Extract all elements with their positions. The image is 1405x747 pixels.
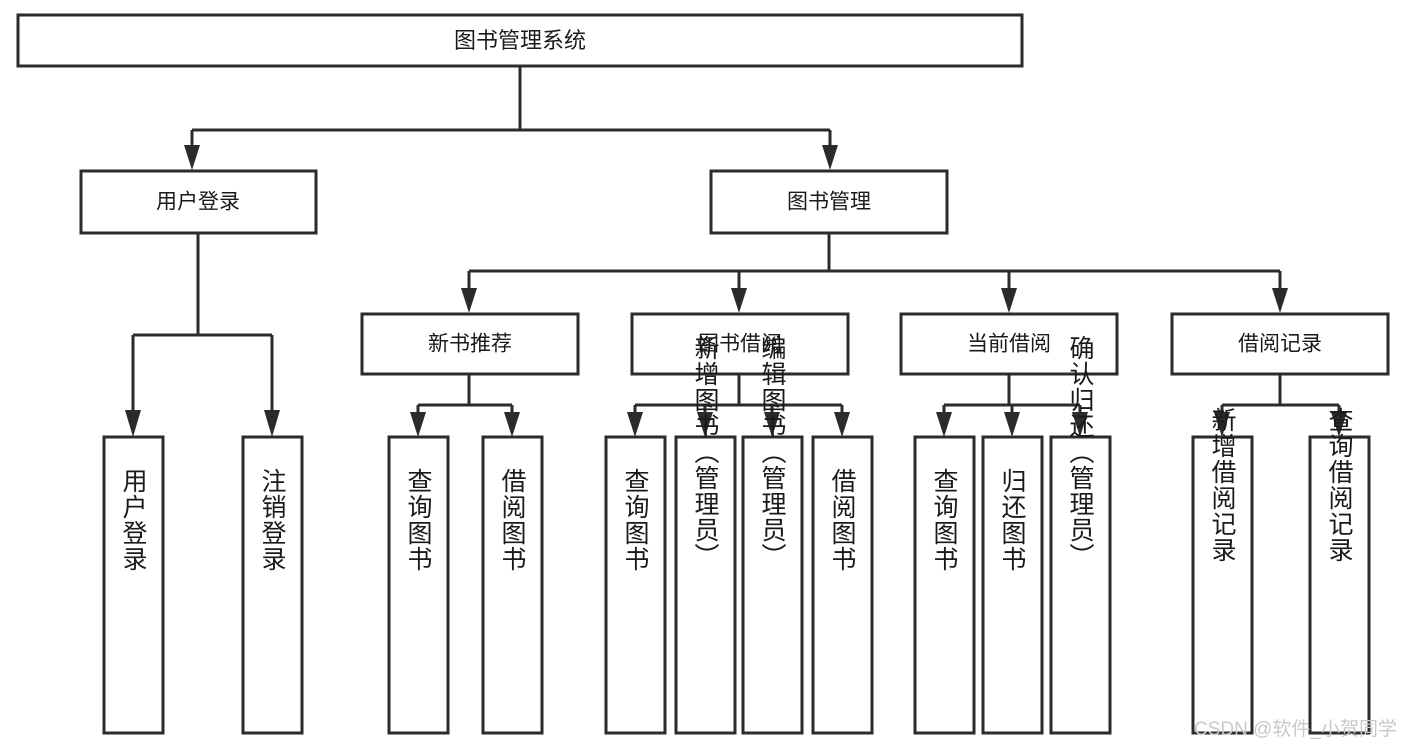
- leaf-box[interactable]: [102, 435, 165, 735]
- node-root-system[interactable]: 图书管理系统: [16, 13, 1024, 68]
- leaf-box[interactable]: [981, 435, 1044, 735]
- node-new-book-recommend[interactable]: 新书推荐: [360, 312, 580, 376]
- connector-user-login-to-leaves: [125, 233, 280, 437]
- leaf-label: 借阅图书: [498, 468, 527, 572]
- leaf-node[interactable]: 新增图书（管理员）: [674, 335, 737, 735]
- leaf-box[interactable]: [913, 435, 976, 735]
- node-book-manage-box[interactable]: [709, 169, 949, 235]
- arrow-head-icon: [731, 288, 747, 313]
- watermark-label: CSDN @软件_小贺同学: [1194, 719, 1397, 740]
- arrow-head-icon: [697, 412, 713, 437]
- arrow-head-icon: [264, 410, 280, 437]
- leaf-label: 新增图书（管理员）: [691, 335, 720, 569]
- arrow-head-icon: [1214, 412, 1230, 437]
- leaf-node[interactable]: 确认归还（管理员）: [1049, 335, 1112, 735]
- node-book-manage-label: 图书管理: [787, 191, 871, 214]
- leaf-node[interactable]: 用户登录: [102, 435, 165, 735]
- leaf-node[interactable]: 借阅图书: [811, 435, 874, 735]
- node-current-borrow[interactable]: 当前借阅: [899, 312, 1119, 376]
- leaf-node[interactable]: 查询图书: [387, 435, 450, 735]
- leaf-box[interactable]: [1049, 435, 1112, 735]
- node-book-borrow-label: 图书借阅: [698, 333, 782, 356]
- node-book-borrow-box[interactable]: [630, 312, 850, 376]
- arrow-head-icon: [504, 412, 520, 437]
- node-new-book-recommend-label: 新书推荐: [428, 333, 512, 356]
- node-borrow-record-box[interactable]: [1170, 312, 1390, 376]
- leaf-label: 查询图书: [930, 468, 959, 572]
- leaf-label: 新增借阅记录: [1208, 407, 1237, 563]
- leaf-box[interactable]: [674, 435, 737, 735]
- arrow-head-icon: [461, 288, 477, 313]
- connector-current-borrow-to-leaves: [936, 374, 1088, 437]
- arrow-head-icon: [936, 412, 952, 437]
- leaf-node[interactable]: 查询图书: [913, 435, 976, 735]
- node-root-box[interactable]: [16, 13, 1024, 68]
- arrow-head-icon: [1331, 412, 1347, 437]
- leaf-label: 查询图书: [621, 468, 650, 572]
- leaf-box[interactable]: [604, 435, 667, 735]
- node-user-login-label: 用户登录: [156, 191, 240, 214]
- arrow-head-icon: [627, 412, 643, 437]
- arrow-head-icon: [184, 145, 200, 170]
- leaf-box[interactable]: [1191, 435, 1254, 735]
- connector-book-manage-to-level3: [461, 233, 1288, 313]
- leaf-label: 用户登录: [119, 468, 148, 572]
- leaf-node[interactable]: 查询图书: [604, 435, 667, 735]
- arrow-head-icon: [1001, 288, 1017, 313]
- leaf-node[interactable]: 查询借阅记录: [1308, 407, 1371, 735]
- arrow-head-icon: [822, 145, 838, 170]
- leaf-node[interactable]: 归还图书: [981, 435, 1044, 735]
- leaf-node[interactable]: 新增借阅记录: [1191, 407, 1254, 735]
- leaf-box[interactable]: [481, 435, 544, 735]
- node-new-book-recommend-box[interactable]: [360, 312, 580, 376]
- leaf-label: 注销登录: [258, 468, 287, 572]
- node-current-borrow-label: 当前借阅: [967, 333, 1051, 356]
- leaf-box[interactable]: [811, 435, 874, 735]
- arrow-head-icon: [1004, 412, 1020, 437]
- node-book-manage[interactable]: 图书管理: [709, 169, 949, 235]
- arrow-head-icon: [1072, 412, 1088, 437]
- arrow-head-icon: [764, 412, 780, 437]
- leaf-node[interactable]: 借阅图书: [481, 435, 544, 735]
- node-root-label: 图书管理系统: [454, 28, 586, 53]
- connector-root-to-level2: [184, 66, 838, 170]
- leaf-node[interactable]: 编辑图书（管理员）: [741, 335, 804, 735]
- leaf-label: 确认归还（管理员）: [1066, 335, 1095, 569]
- node-book-borrow[interactable]: 图书借阅: [630, 312, 850, 376]
- node-user-login[interactable]: 用户登录: [79, 169, 318, 235]
- leaf-box[interactable]: [1308, 435, 1371, 735]
- leaf-label: 查询借阅记录: [1325, 407, 1354, 563]
- leaf-box[interactable]: [387, 435, 450, 735]
- leaf-label: 借阅图书: [828, 468, 857, 572]
- leaf-box[interactable]: [741, 435, 804, 735]
- arrow-head-icon: [834, 412, 850, 437]
- arrow-head-icon: [1272, 288, 1288, 313]
- connector-book-borrow-to-leaves: [627, 374, 850, 437]
- arrow-head-icon: [410, 412, 426, 437]
- leaf-box[interactable]: [241, 435, 304, 735]
- node-user-login-box[interactable]: [79, 169, 318, 235]
- node-borrow-record[interactable]: 借阅记录: [1170, 312, 1390, 376]
- connector-borrow-record-to-leaves: [1214, 374, 1347, 437]
- connector-new-book-to-leaves: [410, 374, 520, 437]
- node-borrow-record-label: 借阅记录: [1238, 333, 1322, 356]
- leaf-label: 编辑图书（管理员）: [758, 335, 787, 569]
- arrow-head-icon: [125, 410, 141, 437]
- node-current-borrow-box[interactable]: [899, 312, 1119, 376]
- leaf-node[interactable]: 注销登录: [241, 435, 304, 735]
- leaf-label: 归还图书: [998, 468, 1027, 572]
- leaf-label: 查询图书: [404, 468, 433, 572]
